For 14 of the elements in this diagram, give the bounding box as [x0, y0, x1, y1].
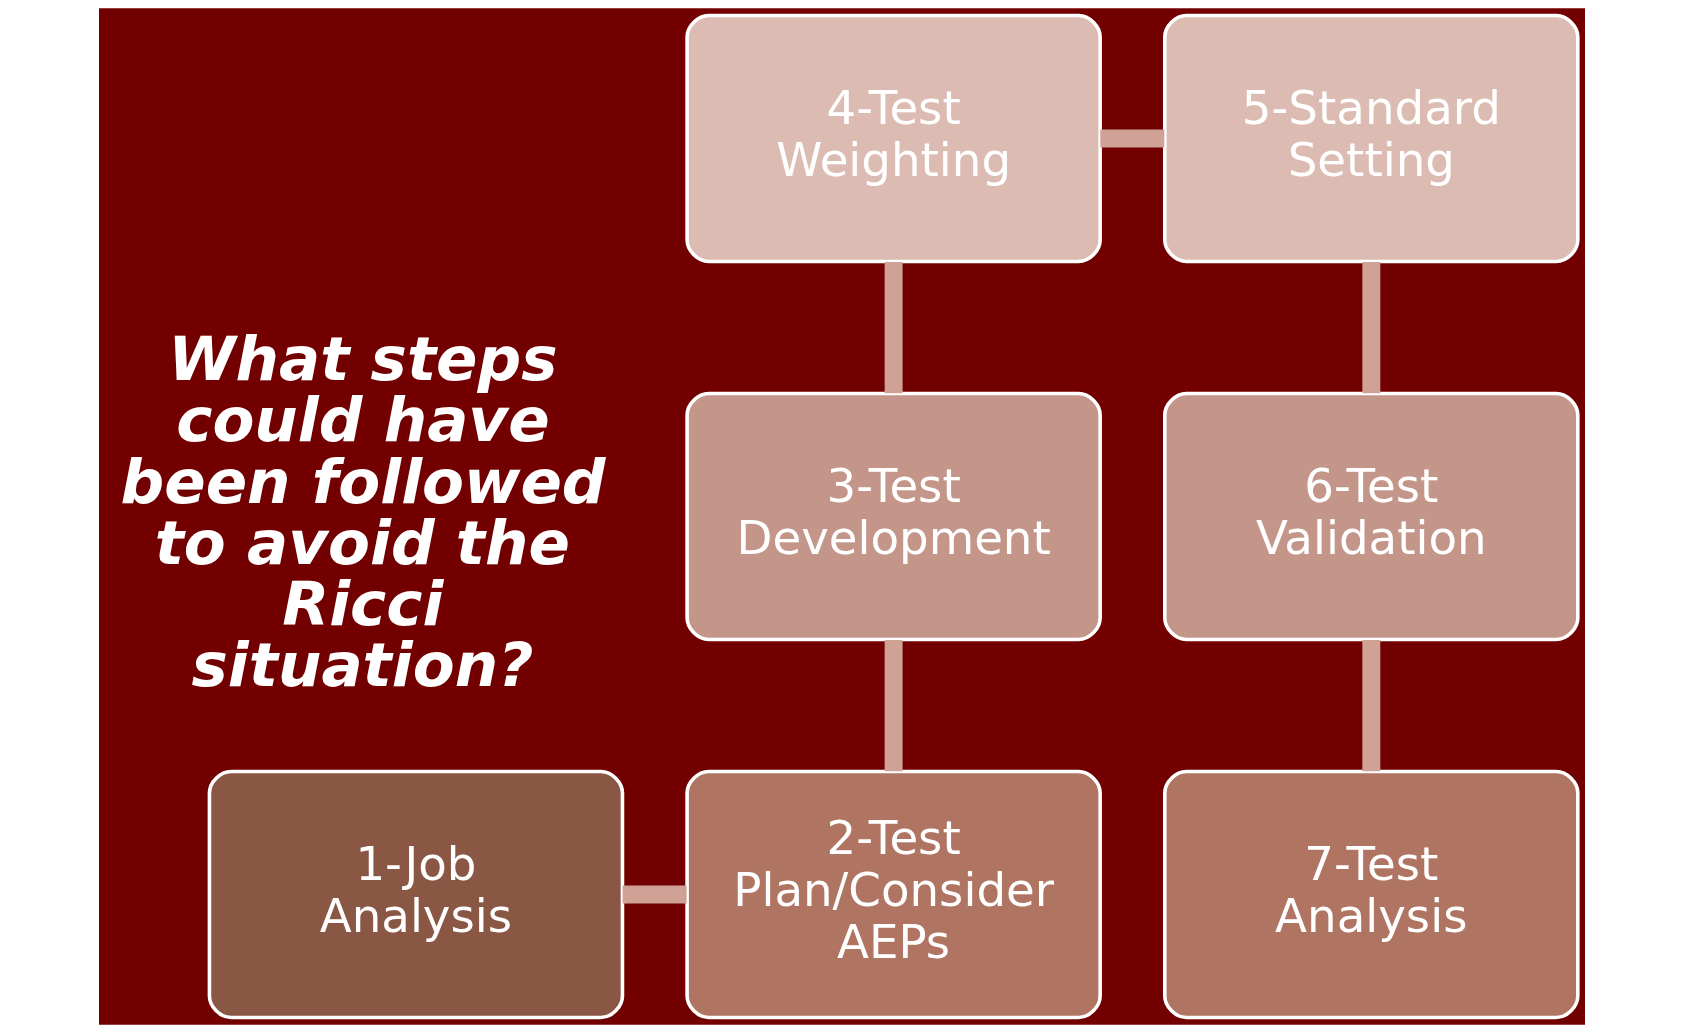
connector: [884, 261, 903, 394]
node-box: 6-Test Validation: [1162, 391, 1580, 642]
connector: [1361, 261, 1380, 394]
node-box: 4-Test Weighting: [684, 13, 1102, 264]
node-box: 3-Test Development: [684, 391, 1102, 642]
connector: [622, 885, 687, 904]
label: What steps could have been followed to avoid the Ricci situation?: [120, 323, 606, 700]
node-box: 7-Test Analysis: [1162, 769, 1580, 1020]
connector: [1361, 639, 1380, 772]
node-box: 1-Job Analysis: [207, 769, 624, 1020]
connector: [1099, 129, 1164, 148]
connector: [884, 639, 903, 772]
node-box: 2-Test Plan/Consider AEPs: [684, 769, 1102, 1020]
node-box: 5-Standard Setting: [1162, 13, 1580, 264]
